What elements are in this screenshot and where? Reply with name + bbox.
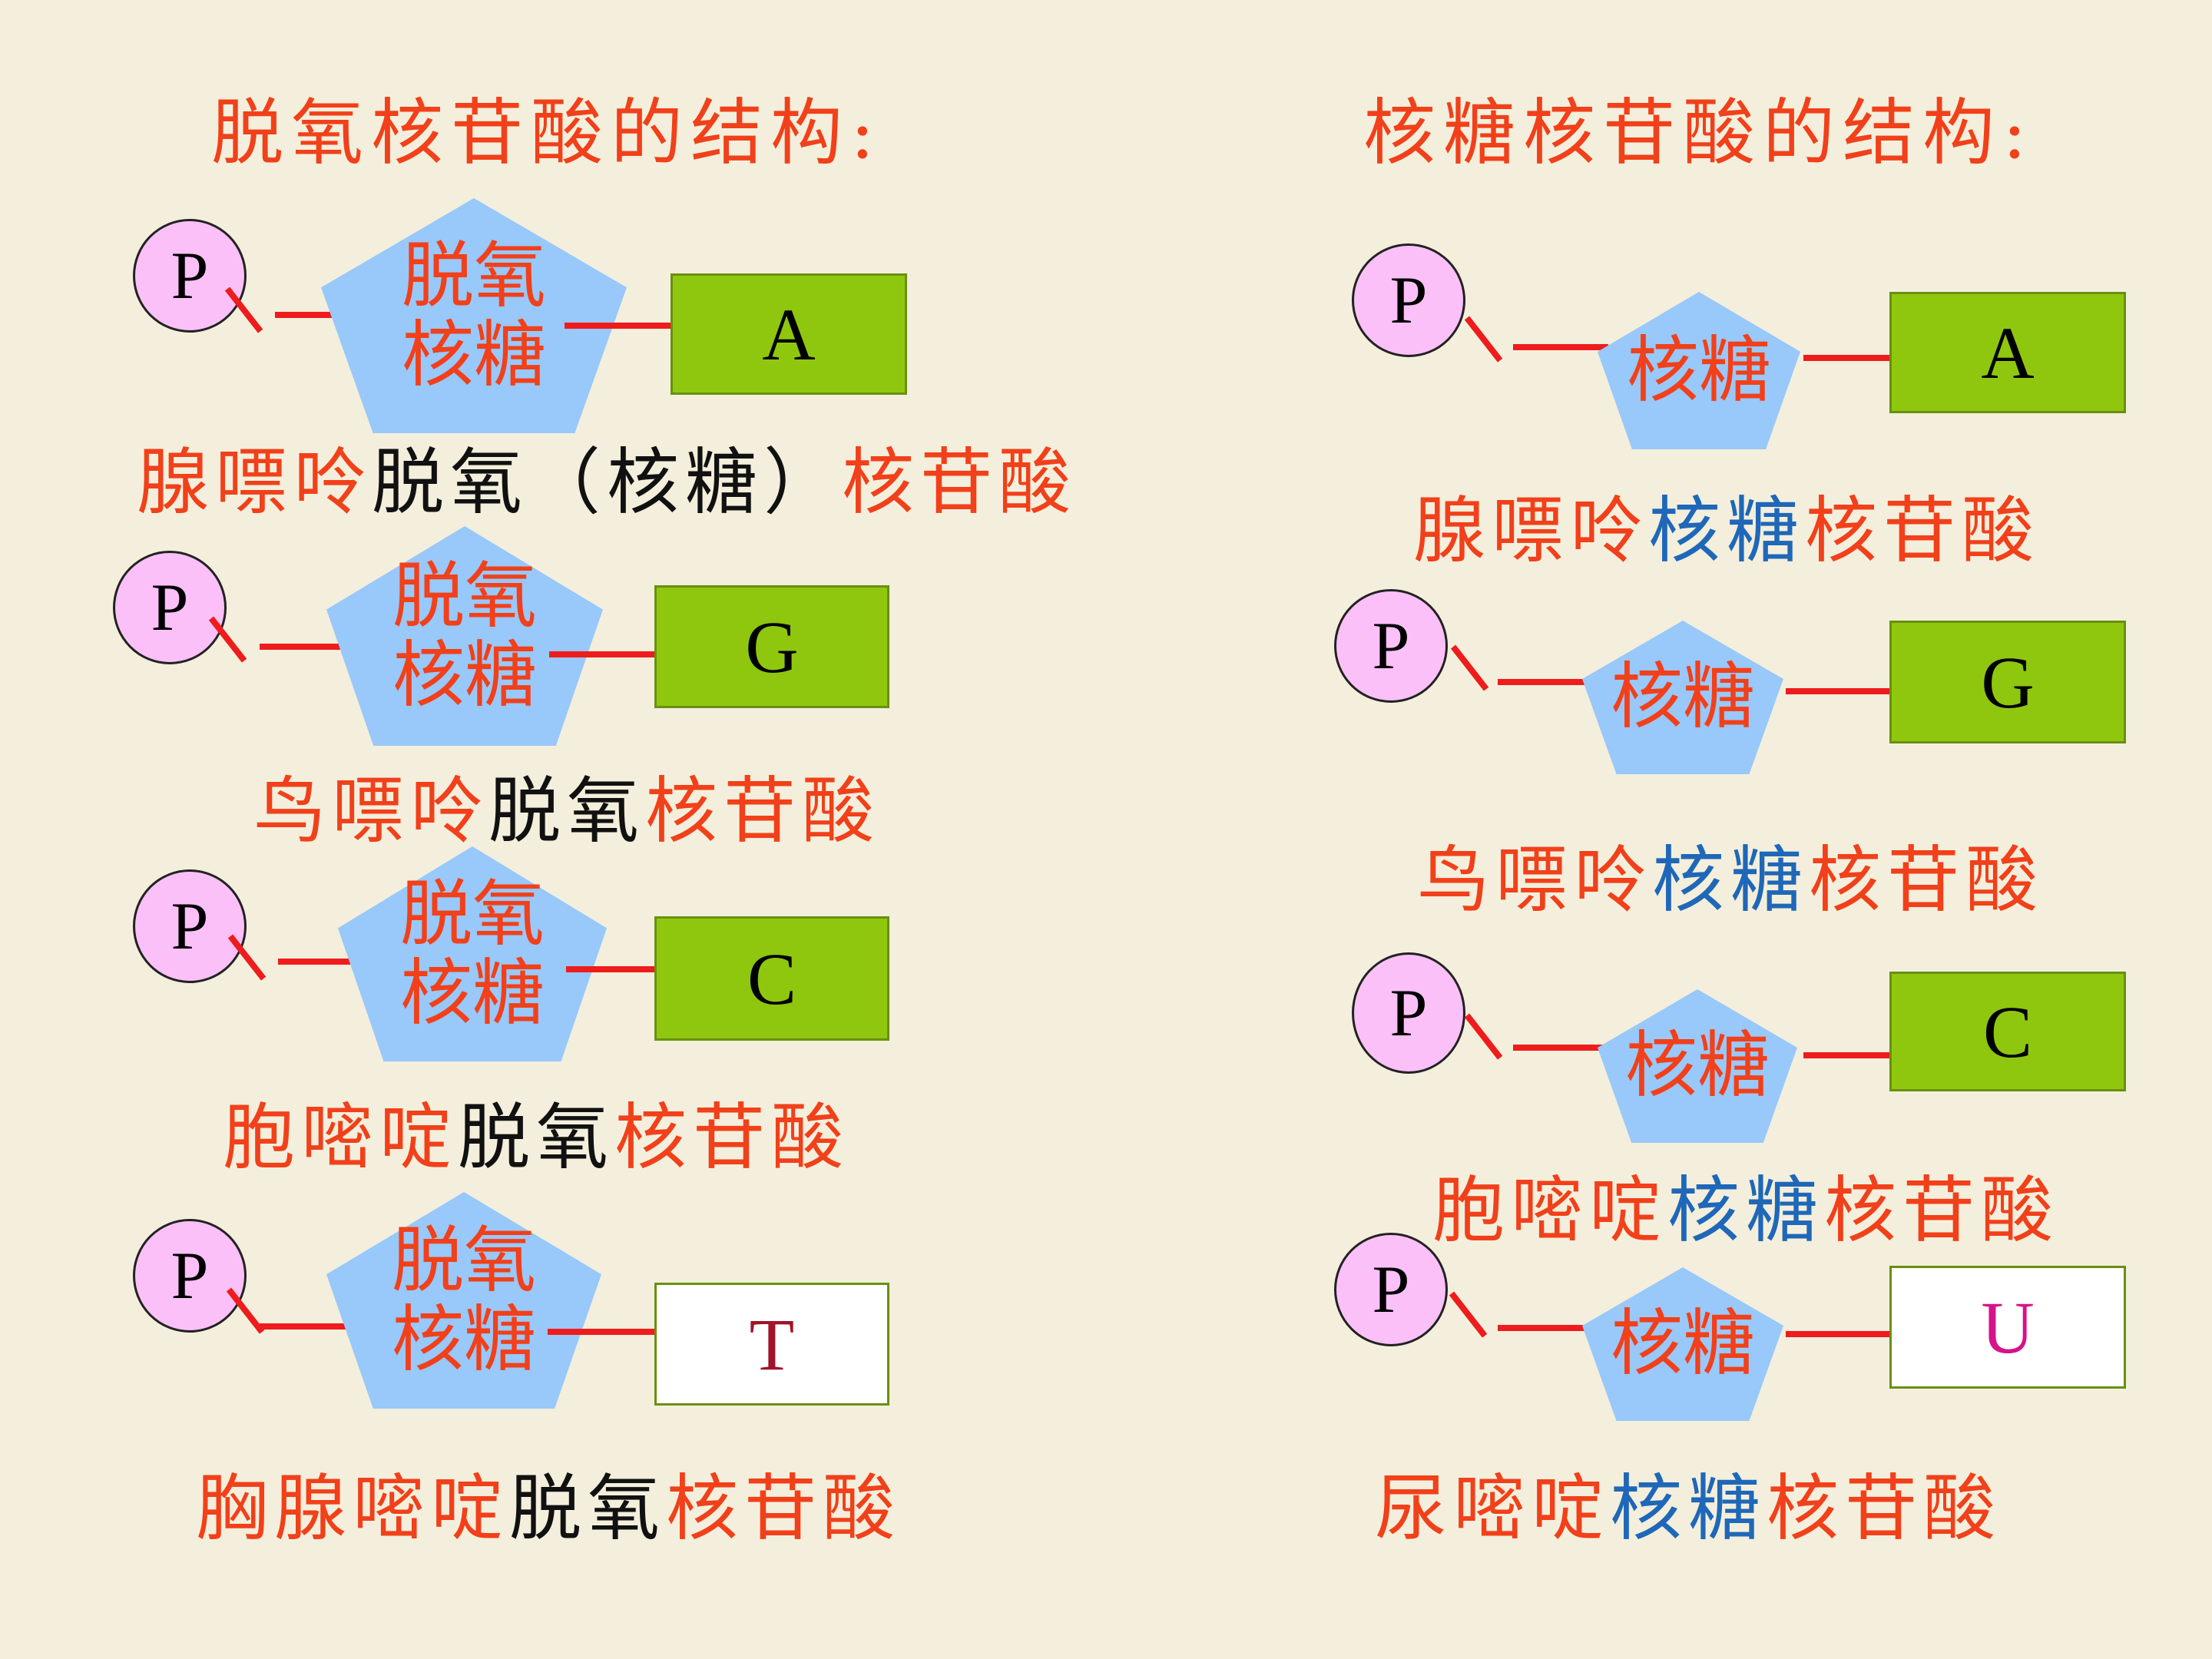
deoxyribose-pentagon: 脱氧核糖: [326, 1192, 601, 1409]
phosphate-sugar-bond: [275, 312, 370, 318]
base-box-G: G: [1889, 621, 2126, 743]
base-box-C: C: [1889, 972, 2126, 1091]
base-box-C: C: [654, 916, 889, 1041]
sugar-base-bond: [549, 651, 657, 657]
nucleotide-name: 腺嘌呤脱氧（核糖）核苷酸: [137, 441, 1078, 525]
phosphate-sugar-bond: [278, 959, 370, 965]
base-box-A: A: [1889, 292, 2126, 413]
nucleotide-name: 胞嘧啶核糖核苷酸: [1432, 1169, 2060, 1253]
phosphate-bond: [1464, 316, 1503, 363]
ribose-pentagon: 核糖: [1582, 621, 1783, 774]
phosphate-sugar-bond: [1513, 1045, 1608, 1051]
sugar-base-bond: [1786, 1331, 1892, 1337]
phosphate-bond: [1464, 1013, 1503, 1060]
phosphate-group: P: [133, 869, 247, 983]
nucleotide-name: 尿嘧啶核糖核苷酸: [1375, 1467, 2002, 1551]
phosphate-sugar-bond: [1498, 679, 1590, 685]
phosphate-group: P: [1352, 243, 1465, 357]
phosphate-group: P: [133, 219, 247, 333]
base-box-G: G: [654, 585, 889, 708]
sugar-base-bond: [548, 1329, 657, 1335]
nucleotide-name: 鸟嘌呤核糖核苷酸: [1417, 839, 2045, 922]
sugar-base-bond: [566, 966, 674, 972]
phosphate-group: P: [1334, 589, 1448, 703]
phosphate-group: P: [133, 1219, 247, 1333]
sugar-base-bond: [565, 323, 672, 329]
ribose-pentagon: 核糖: [1582, 1267, 1783, 1421]
phosphate-sugar-bond: [260, 1323, 355, 1330]
left-heading: 脱氧核苷酸的结构:: [211, 91, 882, 175]
base-box-U: U: [1889, 1266, 2126, 1389]
nucleotide-name: 胸腺嘧啶脱氧核苷酸: [196, 1467, 902, 1551]
ribose-pentagon: 核糖: [1598, 292, 1800, 449]
nucleotide-name: 腺嘌呤核糖核苷酸: [1413, 489, 2041, 573]
nucleotide-name: 鸟嘌呤脱氧核苷酸: [253, 770, 881, 853]
deoxyribose-pentagon: 脱氧核糖: [326, 526, 603, 746]
phosphate-group: P: [1334, 1233, 1448, 1346]
ribose-pentagon: 核糖: [1598, 989, 1797, 1143]
sugar-base-bond: [1803, 1052, 1906, 1058]
phosphate-sugar-bond: [260, 644, 355, 650]
deoxyribose-pentagon: 脱氧核糖: [338, 846, 607, 1061]
base-box-T: T: [654, 1283, 889, 1406]
phosphate-group: P: [1352, 952, 1465, 1074]
phosphate-sugar-bond: [1513, 344, 1608, 350]
sugar-base-bond: [1803, 355, 1906, 361]
phosphate-bond: [1450, 644, 1489, 691]
right-heading: 核糖核苷酸的结构:: [1363, 91, 2035, 175]
phosphate-sugar-bond: [1498, 1325, 1590, 1331]
base-box-A: A: [671, 273, 907, 395]
sugar-base-bond: [1786, 688, 1892, 694]
nucleotide-name: 胞嘧啶脱氧核苷酸: [223, 1096, 850, 1180]
phosphate-group: P: [113, 551, 227, 664]
phosphate-bond: [1449, 1291, 1488, 1338]
deoxyribose-pentagon: 脱氧核糖: [321, 198, 627, 433]
